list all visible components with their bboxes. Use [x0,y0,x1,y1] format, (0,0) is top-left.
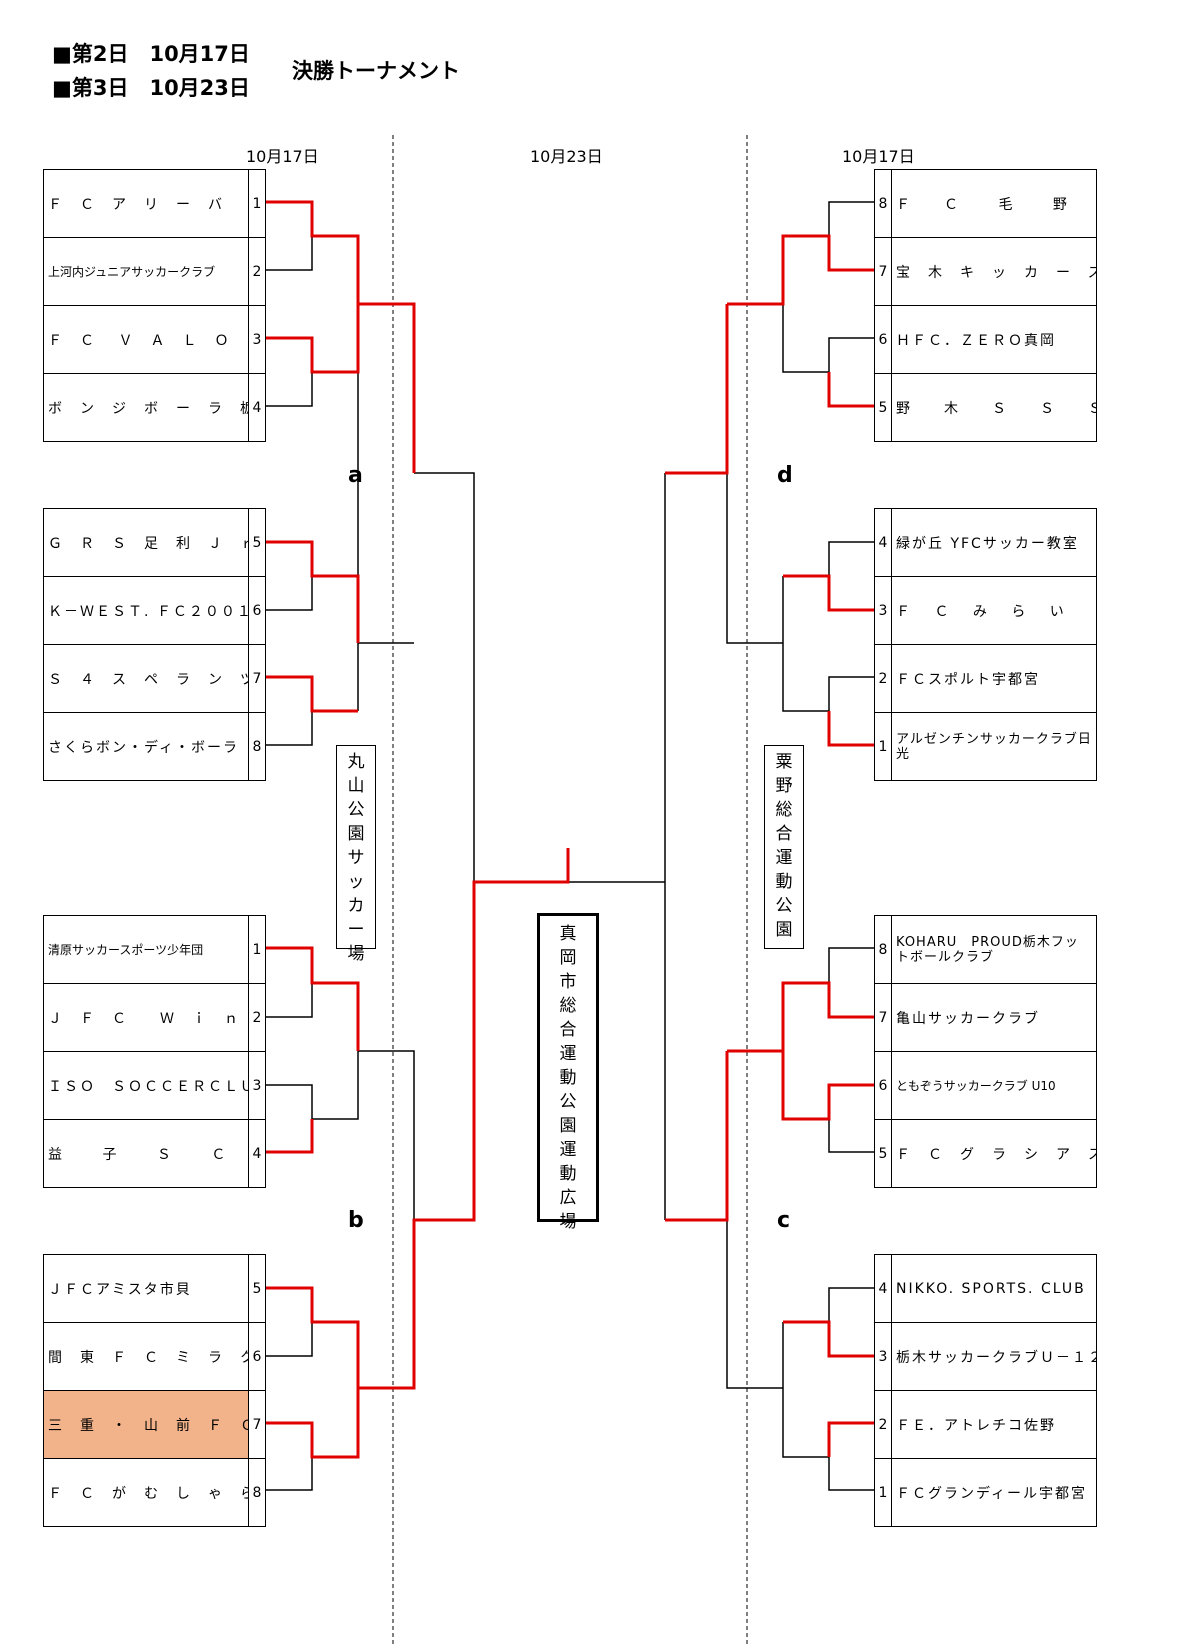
right-seed-5: 4 [874,508,892,577]
left-team-5: Ｇ Ｒ Ｓ 足 利 Ｊ ｒ . [43,508,249,577]
left-team-8: さくらボン・ディ・ボーラ [43,712,249,781]
right-team-15: ＦＥ．アトレチコ佐野 [891,1390,1097,1459]
right-seed-4: 5 [874,373,892,442]
left-seed-7: 7 [248,644,266,713]
left-team-16: Ｆ Ｃ が む し ゃ ら [43,1458,249,1527]
left-team-7: Ｓ ４ ス ペ ラ ン ツ ァ [43,644,249,713]
right-team-5: 緑が丘 YFCサッカー教室 [891,508,1097,577]
venue-left: 丸山公園サッカー場 [336,745,376,964]
left-team-12: 益 子 Ｓ Ｃ [43,1119,249,1188]
right-seed-3: 6 [874,305,892,374]
left-team-6: Ｋ－ＷＥＳＴ. ＦＣ２００１ [43,576,249,645]
date-left: 10月17日 [246,147,319,166]
header-day3: ■第3日 10月23日 [52,76,250,100]
right-team-2: 宝 木 キ ッ カ ー ズ [891,237,1097,306]
right-seed-8: 1 [874,712,892,781]
date-right: 10月17日 [842,147,915,166]
left-team-13: ＪＦＣアミスタ市貝 [43,1254,249,1323]
right-team-11: ともぞうサッカークラブ U10 [891,1051,1097,1120]
right-seed-13: 4 [874,1254,892,1323]
group-a-label: a [348,463,363,488]
left-seed-9: 1 [248,915,266,984]
right-team-3: ＨＦＣ．ＺＥＲＯ真岡 [891,305,1097,374]
right-team-4: 野 木 Ｓ Ｓ Ｓ [891,373,1097,442]
right-team-12: Ｆ Ｃ グ ラ シ ア ス [891,1119,1097,1188]
right-team-1: Ｆ Ｃ 毛 野 [891,169,1097,238]
right-seed-9: 8 [874,915,892,984]
right-team-14: 栃木サッカークラブＵ－１２ [891,1322,1097,1391]
right-team-6: Ｆ Ｃ み ら い [891,576,1097,645]
right-seed-6: 3 [874,576,892,645]
left-seed-12: 4 [248,1119,266,1188]
left-team-1: Ｆ Ｃ ア リ ー バ [43,169,249,238]
left-seed-11: 3 [248,1051,266,1120]
page-title: 決勝トーナメント [292,59,460,83]
right-seed-16: 1 [874,1458,892,1527]
left-seed-8: 8 [248,712,266,781]
right-seed-15: 2 [874,1390,892,1459]
left-team-9: 清原サッカースポーツ少年団 [43,915,249,984]
right-seed-11: 6 [874,1051,892,1120]
left-seed-14: 6 [248,1322,266,1391]
left-seed-3: 3 [248,305,266,374]
left-seed-13: 5 [248,1254,266,1323]
header-day2: ■第2日 10月17日 [52,42,250,66]
left-seed-5: 5 [248,508,266,577]
right-team-13: NIKKO. SPORTS. CLUB [891,1254,1097,1323]
left-seed-16: 8 [248,1458,266,1527]
right-seed-7: 2 [874,644,892,713]
left-team-3: Ｆ Ｃ Ｖ Ａ Ｌ Ｏ Ｎ [43,305,249,374]
left-team-11: ＩＳＯ ＳＯＣＣＥＲＣＬＵＢ [43,1051,249,1120]
venue-right: 粟野総合運動公園 [764,745,804,949]
left-seed-15: 7 [248,1390,266,1459]
left-seed-10: 2 [248,983,266,1052]
left-team-2: 上河内ジュニアサッカークラブ [43,237,249,306]
left-team-15: 三 重 ・ 山 前 Ｆ Ｃ [43,1390,249,1459]
left-seed-1: 1 [248,169,266,238]
right-seed-10: 7 [874,983,892,1052]
right-team-8: アルゼンチンサッカークラブ日 光 [891,712,1097,781]
right-team-16: ＦＣグランディール宇都宮 [891,1458,1097,1527]
right-seed-14: 3 [874,1322,892,1391]
right-team-7: ＦＣスポルト宇都宮 [891,644,1097,713]
left-seed-6: 6 [248,576,266,645]
date-center: 10月23日 [530,147,603,166]
right-seed-12: 5 [874,1119,892,1188]
left-team-4: ボ ン ジ ボ ー ラ 栃 木 [43,373,249,442]
left-seed-4: 4 [248,373,266,442]
left-team-14: 間 東 Ｆ Ｃ ミ ラ ク ル ズ [43,1322,249,1391]
left-team-10: Ｊ Ｆ Ｃ Ｗ ｉ ｎ ｇ [43,983,249,1052]
right-team-9: KOHARU PROUD栃木フットボールクラブ [891,915,1097,984]
venue-center: 真岡市総合運動公園運動広場 [537,913,599,1232]
right-seed-1: 8 [874,169,892,238]
right-seed-2: 7 [874,237,892,306]
group-c-label: c [777,1208,791,1233]
group-d-label: d [777,463,793,488]
left-seed-2: 2 [248,237,266,306]
right-team-10: 亀山サッカークラブ [891,983,1097,1052]
group-b-label: b [348,1208,364,1233]
